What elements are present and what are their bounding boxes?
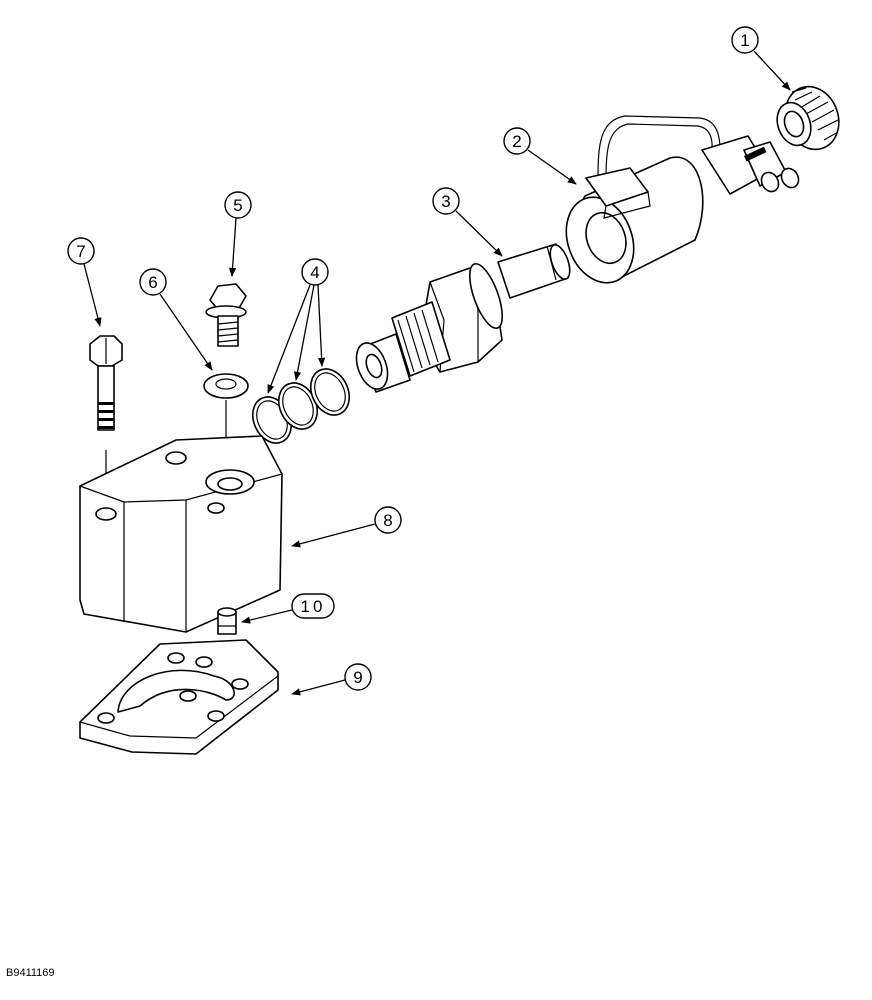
part-knurled-nut: [776, 85, 840, 151]
callout-2-label: 2: [512, 132, 521, 151]
callout-3-label: 3: [441, 192, 450, 211]
callout-5: 5: [224, 191, 252, 277]
callout-1: 1: [731, 26, 791, 91]
part-washer: [203, 373, 249, 399]
part-flange-bolt: [205, 283, 247, 347]
callout-8-label: 8: [383, 511, 392, 530]
callout-6: 6: [139, 268, 213, 371]
callout-8: 8: [291, 506, 402, 548]
part-valve-block: [79, 435, 283, 633]
part-cartridge-valve: [355, 243, 571, 393]
part-hex-bolt: [89, 335, 123, 431]
part-gasket-plate: [79, 639, 279, 755]
callout-4-label: 4: [310, 263, 319, 282]
callout-5-label: 5: [233, 196, 242, 215]
callout-10-label: 10: [301, 597, 326, 616]
part-o-rings: [251, 368, 351, 444]
part-dowel-pin: [217, 607, 237, 635]
callout-7: 7: [67, 237, 102, 327]
callout-1-label: 1: [740, 31, 749, 50]
callout-4: 4: [267, 258, 329, 394]
callout-10: 10: [241, 593, 335, 624]
callout-6-label: 6: [148, 273, 157, 292]
reference-code: B9411169: [6, 967, 55, 979]
callout-9-label: 9: [353, 668, 362, 687]
callout-9: 9: [291, 663, 372, 696]
callout-7-label: 7: [76, 242, 85, 261]
part-solenoid-coil: [565, 115, 800, 284]
callout-2: 2: [503, 127, 577, 185]
callout-3: 3: [432, 187, 503, 257]
